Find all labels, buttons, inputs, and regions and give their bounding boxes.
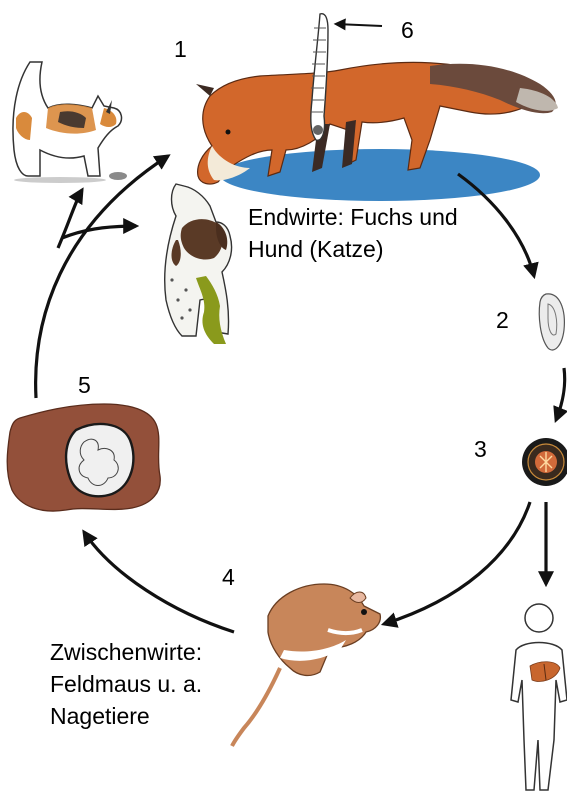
- arrow-branch-to-dog: [62, 226, 136, 238]
- arrow-oncosphere-to-mouse: [384, 502, 530, 624]
- intermediate-label-line1: Zwischenwirte:: [50, 639, 202, 665]
- oncosphere-illustration: [522, 438, 567, 486]
- stage-number-2: 2: [496, 307, 509, 333]
- arrow-mouse-to-liver: [84, 532, 234, 632]
- tapeworm-pointer-arrow: [336, 24, 382, 26]
- stage-number-5: 5: [78, 372, 91, 398]
- cat-illustration: [13, 62, 127, 183]
- endhost-label-line1: Endwirte: Fuchs und: [248, 204, 458, 230]
- stage-number-1: 1: [174, 36, 187, 62]
- arrow-egg-to-oncosphere: [556, 368, 565, 420]
- intermediate-label-line3: Nagetiere: [50, 703, 150, 729]
- arrow-liver-to-fox: [36, 156, 168, 398]
- mouse-illustration: [232, 584, 380, 746]
- intermediate-label-line2: Feldmaus u. a.: [50, 671, 202, 697]
- stage-number-4: 4: [222, 564, 235, 590]
- human-illustration: [511, 604, 567, 790]
- stage-number-6: 6: [401, 17, 414, 43]
- dog-illustration: [165, 184, 232, 344]
- fox-illustration: [196, 62, 558, 201]
- tapeworm-egg-illustration: [539, 294, 564, 350]
- liver-cyst-illustration: [7, 404, 160, 511]
- stage-number-3: 3: [474, 436, 487, 462]
- endhost-label-line2: Hund (Katze): [248, 236, 384, 262]
